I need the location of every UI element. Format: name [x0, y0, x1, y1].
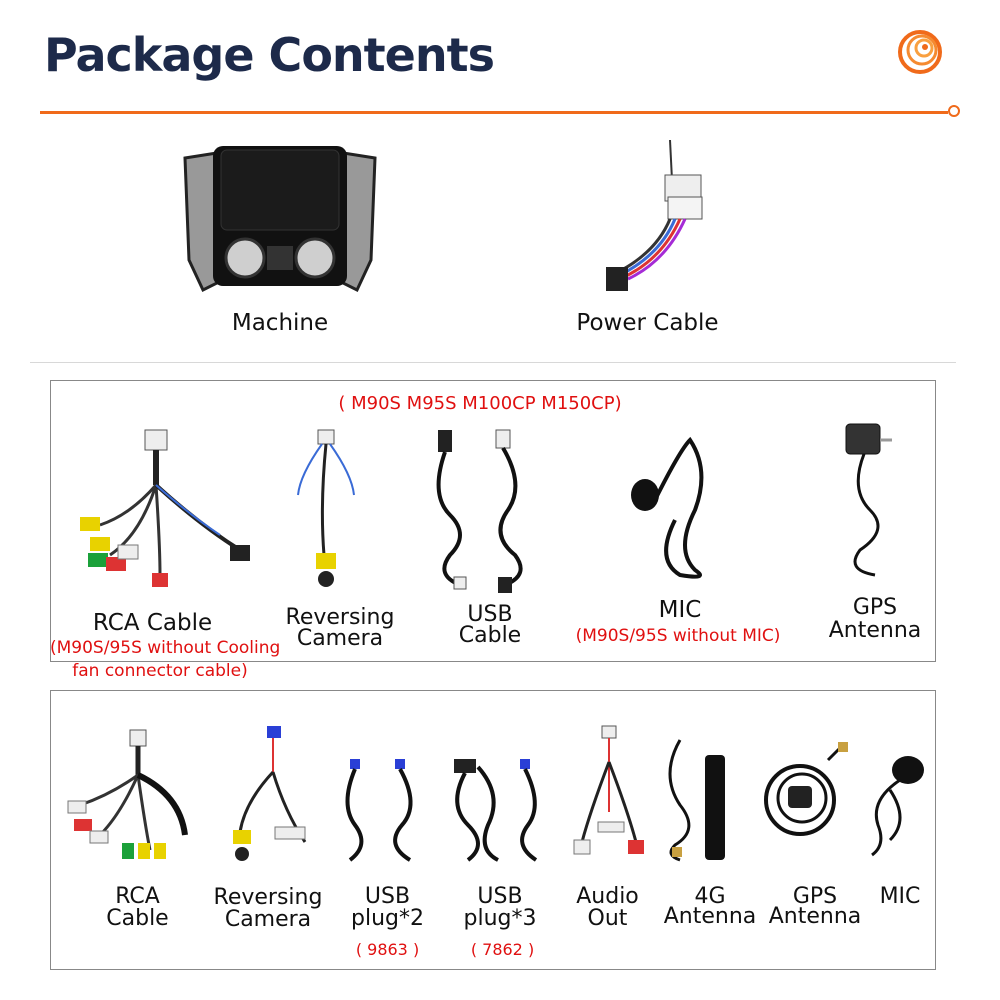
usb-plug-3-code: ( 7862 ) [470, 940, 535, 959]
usb-cable-image [436, 429, 523, 593]
rca-cable-2-label-line2: Cable [106, 906, 169, 931]
rca-cable-image-2 [67, 729, 188, 859]
rca-cable-image [80, 429, 250, 587]
mic-image-2 [871, 756, 924, 857]
gps-antenna-image [845, 423, 892, 577]
rca-cable-2-label-line1: RCA [115, 884, 160, 909]
usb-plug-3-label-line2: plug*3 [463, 906, 537, 931]
gps-antenna-image-2 [764, 742, 848, 836]
usb-plug-2-code: ( 9863 ) [355, 940, 420, 959]
rca-cable-note-line1: (M90S/95S without Cooling [50, 638, 281, 658]
usb-plug-2-label-line2: plug*2 [351, 906, 424, 931]
reversing-camera-cable-image [297, 429, 355, 587]
models-note: ( M90S M95S M100CP M150CP) [338, 393, 622, 414]
header-rule [40, 111, 948, 114]
mic-note: (M90S/95S without MIC) [575, 626, 781, 646]
usb-cable-label-line2: Cable [458, 623, 522, 648]
usb-plug-2-label-line1: USB [364, 884, 411, 909]
machine-image [183, 146, 377, 293]
usb-cable-label-line1: USB [467, 602, 513, 627]
rca-cable-note-line2: fan connector cable) [72, 661, 248, 681]
section-divider [30, 362, 956, 363]
gps-antenna-2-label-line2: Antenna [768, 904, 862, 929]
power-cable-image [606, 139, 703, 291]
4g-antenna-label-line2: Antenna [663, 904, 757, 929]
reversing-camera-label-line1: Reversing [285, 605, 395, 630]
mic-label: MIC [658, 597, 702, 623]
reversing-camera-label-line2: Camera [296, 626, 384, 651]
power-cable-label: Power Cable [576, 310, 719, 336]
page-title: Package Contents [44, 28, 495, 82]
mic-image [631, 436, 704, 579]
audio-out-label-line1: Audio [576, 884, 639, 909]
gps-antenna-label-line2: Antenna [828, 618, 922, 643]
gps-antenna-label-line1: GPS [852, 595, 898, 620]
machine-label: Machine [231, 310, 329, 336]
reversing-camera-2-label-line1: Reversing [213, 885, 323, 910]
audio-out-image [573, 725, 644, 855]
gps-antenna-2-label-line1: GPS [792, 884, 838, 909]
4g-antenna-image [668, 739, 725, 862]
brand-logo-icon [898, 30, 942, 74]
usb-plug-2-image [345, 759, 413, 862]
audio-out-label-line2: Out [587, 906, 628, 931]
usb-plug-3-image [454, 759, 538, 862]
usb-plug-3-label-line1: USB [477, 884, 523, 909]
header-rule-end [948, 105, 960, 117]
accessory-box-1 [50, 380, 936, 662]
reversing-camera-2-label-line2: Camera [224, 907, 312, 932]
rca-cable-label: RCA Cable [92, 610, 213, 636]
accessory-box-2 [50, 690, 936, 970]
4g-antenna-label-line1: 4G [694, 884, 726, 909]
reversing-camera-cable-image-2 [233, 726, 307, 861]
mic-2-label: MIC [879, 884, 921, 909]
